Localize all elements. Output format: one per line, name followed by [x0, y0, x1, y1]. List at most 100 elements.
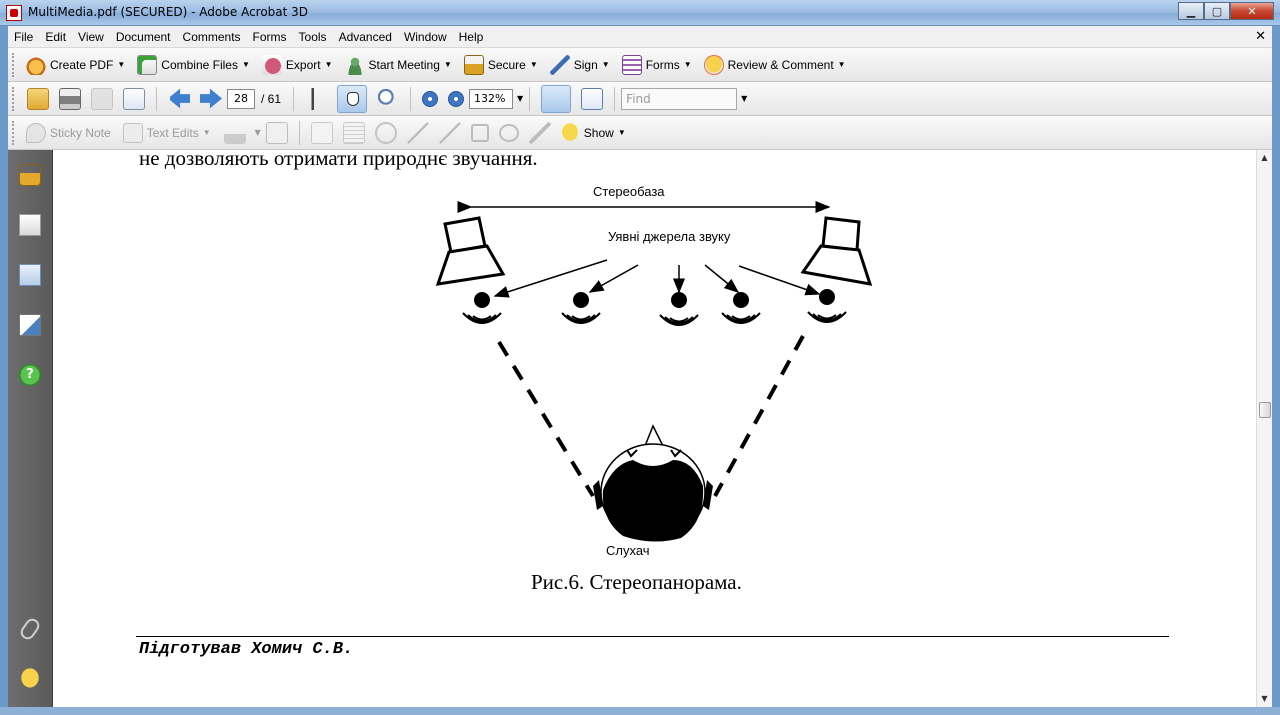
minimize-button[interactable]: ▁	[1178, 2, 1204, 20]
scroll-down-icon[interactable]: ▼	[1261, 694, 1268, 703]
sound-source	[807, 289, 847, 323]
sound-source	[462, 292, 502, 324]
review-comment-button[interactable]: Review & Comment▼	[700, 52, 850, 78]
chevron-down-icon: ▼	[443, 60, 452, 69]
next-page-icon[interactable]	[200, 88, 222, 109]
separator	[614, 86, 616, 111]
menu-file[interactable]: File	[14, 29, 34, 44]
help-icon[interactable]: ?	[19, 364, 41, 386]
toolbar-grip[interactable]	[12, 86, 16, 111]
source-arrow	[493, 259, 608, 298]
menu-advanced[interactable]: Advanced	[338, 29, 392, 44]
maximize-button[interactable]: ▢	[1204, 2, 1230, 20]
menu-window[interactable]: Window	[403, 29, 447, 44]
zoom-tool-icon[interactable]	[377, 87, 400, 110]
separator	[293, 86, 295, 111]
arrow-tool-icon[interactable]	[406, 121, 429, 144]
signatures-icon[interactable]	[19, 314, 41, 336]
chevron-down-icon[interactable]: ▼	[254, 128, 261, 137]
pencil-tool-icon[interactable]	[528, 121, 551, 144]
toolbar-grip[interactable]	[12, 120, 16, 145]
document-view[interactable]: не дозволяють отримати природнє звучання…	[53, 150, 1256, 707]
oval-tool-icon[interactable]	[498, 123, 519, 142]
close-button[interactable]: ✕	[1230, 2, 1274, 20]
imaginary-sources-label: Уявні джерела звуку	[608, 229, 731, 244]
start-meeting-button[interactable]: Start Meeting▼	[341, 52, 456, 78]
attach-text-icon[interactable]	[342, 121, 365, 144]
chevron-down-icon[interactable]: ▼	[741, 94, 748, 103]
save-icon[interactable]	[91, 87, 113, 110]
menu-bar: File Edit View Document Comments Forms T…	[8, 26, 1272, 48]
comment-toolbar: Sticky Note Text Edits▼ ▼ Show▼	[8, 116, 1272, 150]
export-label: Export	[285, 57, 321, 72]
chevron-down-icon[interactable]: ▼	[517, 94, 524, 103]
fit-page-icon[interactable]	[581, 87, 604, 110]
chevron-down-icon: ▼	[617, 128, 626, 137]
select-tool-icon[interactable]	[305, 87, 328, 110]
sign-button[interactable]: Sign▼	[546, 52, 614, 78]
chevron-down-icon: ▼	[241, 60, 250, 69]
menu-edit[interactable]: Edit	[45, 29, 67, 44]
create-pdf-button[interactable]: Create PDF▼	[22, 52, 129, 78]
separator	[156, 86, 157, 111]
separator	[410, 86, 412, 111]
separator	[298, 120, 300, 145]
bookmarks-icon[interactable]	[19, 264, 41, 286]
highlight-icon[interactable]	[310, 121, 333, 144]
export-button[interactable]: Export▼	[258, 52, 337, 78]
vertical-scrollbar[interactable]: ▲ ▼	[1256, 150, 1272, 707]
document-close-icon[interactable]: ✕	[1255, 29, 1266, 44]
attachments-icon[interactable]	[17, 615, 43, 643]
document-text-line: не дозволяють отримати природнє звучання…	[139, 150, 538, 170]
open-folder-icon[interactable]	[27, 87, 49, 110]
hand-shape	[347, 91, 360, 106]
chevron-down-icon: ▼	[837, 60, 846, 69]
zoom-out-icon[interactable]	[422, 90, 439, 107]
cloud-icon[interactable]	[374, 121, 397, 144]
comments-icon[interactable]	[19, 668, 41, 690]
forms-button[interactable]: Forms▼	[618, 52, 696, 78]
email-icon[interactable]	[123, 87, 145, 110]
menu-document[interactable]: Document	[115, 29, 171, 44]
source-arrow	[738, 265, 821, 296]
sticky-note-label: Sticky Note	[50, 125, 111, 140]
secure-button[interactable]: Secure▼	[460, 52, 542, 78]
chevron-down-icon: ▼	[529, 60, 538, 69]
separator	[529, 86, 531, 111]
pages-icon[interactable]	[19, 214, 41, 236]
text-box-icon[interactable]	[265, 121, 288, 144]
fit-width-icon[interactable]	[541, 84, 572, 113]
line-tool-icon[interactable]	[438, 121, 461, 144]
menu-tools[interactable]: Tools	[298, 29, 327, 44]
menu-forms[interactable]: Forms	[252, 29, 287, 44]
find-input[interactable]: Find	[621, 87, 738, 110]
text-edits-icon	[122, 122, 143, 143]
menu-help[interactable]: Help	[458, 29, 484, 44]
navigation-toolbar: 28 / 61 132% ▼ Find ▼	[8, 82, 1272, 116]
tasks-toolbar: Create PDF▼ Combine Files▼ Export▼ Start…	[8, 48, 1272, 82]
print-icon[interactable]	[59, 87, 81, 110]
security-lock-icon[interactable]	[19, 164, 41, 186]
menu-view[interactable]: View	[78, 29, 104, 44]
menu-comments[interactable]: Comments	[182, 29, 241, 44]
document-footer: Підготував Хомич С.В.	[139, 640, 354, 659]
page-number-input[interactable]: 28	[227, 88, 255, 109]
chevron-down-icon: ▼	[202, 128, 211, 137]
zoom-in-icon[interactable]	[448, 90, 465, 107]
forms-label: Forms	[645, 57, 680, 72]
stereobase-label: Стереобаза	[593, 184, 665, 199]
hand-tool-icon[interactable]	[337, 84, 368, 113]
show-button[interactable]: Show▼	[556, 120, 630, 146]
scroll-up-icon[interactable]: ▲	[1261, 153, 1268, 162]
sticky-note-button[interactable]: Sticky Note	[22, 120, 115, 146]
text-edits-button[interactable]: Text Edits▼	[119, 120, 215, 146]
toolbar-grip[interactable]	[12, 52, 16, 77]
review-comment-label: Review & Comment	[727, 57, 834, 72]
stamp-icon[interactable]	[223, 121, 246, 144]
zoom-level-input[interactable]: 132%	[469, 88, 514, 109]
previous-page-icon[interactable]	[168, 88, 190, 109]
rectangle-tool-icon[interactable]	[470, 123, 489, 142]
combine-files-button[interactable]: Combine Files▼	[133, 52, 254, 78]
combine-files-label: Combine Files	[161, 57, 238, 72]
scroll-thumb[interactable]	[1259, 402, 1271, 418]
